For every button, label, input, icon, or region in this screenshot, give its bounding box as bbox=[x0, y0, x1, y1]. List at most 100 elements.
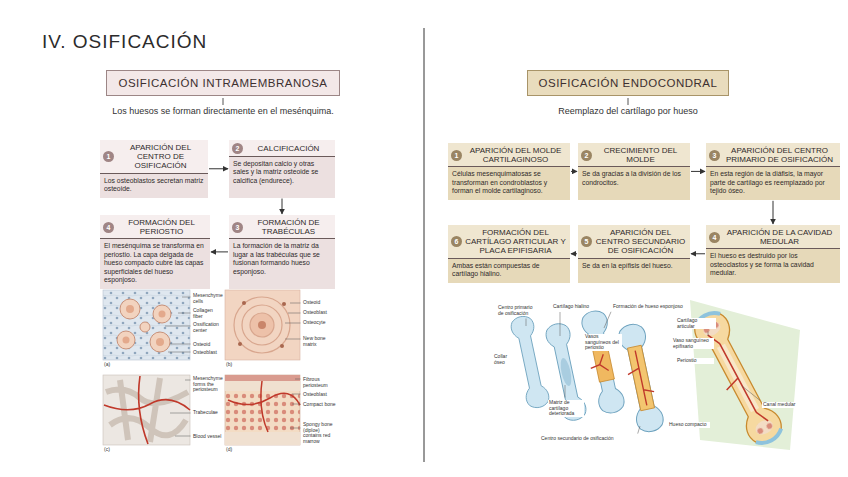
leader-line bbox=[526, 319, 527, 327]
panel-b-drawing-part bbox=[258, 321, 266, 329]
part-label: Centro secundario de osificación bbox=[540, 436, 637, 442]
panel-b-drawing-part bbox=[242, 301, 246, 305]
part-label: Cartílago articular bbox=[676, 318, 716, 329]
step-box: 3FORMACIÓN DE TRABÉCULASLa formación de … bbox=[229, 215, 335, 289]
flow-arrow bbox=[282, 199, 283, 214]
panel-a-drawing-part bbox=[156, 338, 164, 346]
part-label: Hueso compacto bbox=[668, 422, 710, 428]
endochondral-figure-part-part bbox=[544, 322, 588, 423]
panel-a-drawing-part bbox=[153, 305, 171, 323]
step-body: Se da en la epífisis del hueso. bbox=[578, 259, 690, 274]
panel-b-drawing-part bbox=[242, 305, 282, 345]
part-label: Osteoblast bbox=[193, 350, 223, 356]
part-label: Vaso sanguíneo epifisario bbox=[672, 338, 714, 349]
part-label: Mesenchyme forms the periosteum bbox=[193, 376, 223, 393]
part-label: Osteoblast bbox=[303, 392, 337, 398]
step-box: 1APARICIÓN DEL CENTRO DE OSIFICACIÓNLos … bbox=[100, 140, 208, 198]
leader-line bbox=[560, 312, 561, 336]
endochondral-figure-part-part bbox=[623, 349, 656, 408]
panel-d-drawing-part bbox=[228, 381, 300, 432]
step-heading-row: 4APARICIÓN DE LA CAVIDAD MEDULAR bbox=[706, 225, 840, 249]
step-body: El hueso es destruido por los osteoclast… bbox=[706, 249, 840, 281]
step-body: La formación de la matriz da lugar a las… bbox=[229, 239, 335, 280]
section-header-box: OSIFICACIÓN ENDOCONDRAL bbox=[527, 70, 730, 96]
endochondral-figure-part bbox=[544, 322, 588, 423]
leader-line bbox=[565, 385, 566, 398]
callout-number: 5 bbox=[581, 236, 592, 247]
step-title: FORMACIÓN DEL CARTÍLAGO ARTICULAR Y PLAC… bbox=[465, 228, 566, 256]
step-title: APARICIÓN DEL CENTRO DE OSIFICACIÓN bbox=[117, 143, 204, 171]
part-label: Trabeculae bbox=[193, 410, 223, 416]
leader-line bbox=[170, 413, 191, 414]
step-title: CALCIFICACIÓN bbox=[246, 144, 331, 153]
panel-a-drawing-part bbox=[126, 305, 134, 313]
flow-arrow bbox=[571, 171, 577, 172]
subtitle: Los huesos se forman directamente en el … bbox=[112, 107, 334, 117]
panel-c-drawing bbox=[103, 375, 190, 445]
endochondral-figure-part bbox=[617, 322, 666, 434]
panel-d-drawing-part bbox=[225, 375, 300, 381]
section-header-box: OSIFICACIÓN INTRAMEMBRANOSA bbox=[106, 70, 339, 96]
part-label: Mesenchyme cells bbox=[193, 293, 223, 304]
step-box: 2CALCIFICACIÓNSe depositan calcio y otra… bbox=[229, 140, 335, 198]
endochondral-figure-part-part bbox=[753, 417, 775, 437]
callout-number: 4 bbox=[709, 232, 720, 243]
endochondral-figure-part-part bbox=[559, 357, 574, 387]
leader-line bbox=[175, 436, 191, 437]
callout-number: 6 bbox=[451, 236, 462, 247]
panel-d-drawing-part bbox=[225, 375, 300, 445]
step-box: 1APARICIÓN DEL MOLDE CARTILAGINOSOCélula… bbox=[448, 143, 570, 200]
step-body: Se da gracias a la división de los condr… bbox=[578, 167, 690, 191]
endochondral-figure-part bbox=[579, 309, 626, 416]
step-title: CRECIMIENTO DEL MOLDE bbox=[595, 146, 686, 164]
step-body: Células mesenquimatosas se transforman e… bbox=[448, 167, 570, 199]
subtitle: Reemplazo del cartílago por hueso bbox=[558, 107, 698, 117]
step-heading-row: 6FORMACIÓN DEL CARTÍLAGO ARTICULAR Y PLA… bbox=[448, 225, 570, 259]
panel-b-drawing-part bbox=[280, 344, 284, 348]
step-title: APARICIÓN DEL CENTRO SECUNDARIO DE OSIFI… bbox=[595, 228, 686, 256]
divider-line bbox=[424, 28, 425, 462]
step-title: APARICIÓN DE LA CAVIDAD MEDULAR bbox=[723, 228, 836, 246]
panel-letter: (d) bbox=[226, 447, 246, 453]
leader-line bbox=[742, 386, 760, 400]
step-heading-row: 1APARICIÓN DEL CENTRO DE OSIFICACIÓN bbox=[100, 140, 208, 174]
header-stem bbox=[223, 98, 628, 105]
endochondral-figure-part-part bbox=[617, 322, 666, 434]
step-body: El mesénquima se transforma en periostio… bbox=[100, 239, 210, 288]
step-body: Los osteoblastos secretan matriz osteoid… bbox=[100, 174, 208, 198]
part-label: Matriz de cartílago deteriorada bbox=[548, 400, 584, 417]
endochondral-figure-part-part bbox=[588, 354, 608, 374]
header-stem-part bbox=[223, 98, 224, 105]
panel-c-drawing-part bbox=[106, 378, 188, 442]
part-label: Spongy bone (diploe) contains red marrow bbox=[303, 422, 337, 444]
leader-line bbox=[288, 313, 301, 314]
callout-number: 2 bbox=[581, 150, 592, 161]
callout-number: 2 bbox=[232, 143, 243, 154]
part-label: New bone matrix bbox=[303, 336, 335, 347]
leader-line bbox=[604, 312, 611, 328]
header-text: OSIFICACIÓN INTRAMEMBRANOSA bbox=[118, 77, 327, 89]
leader-line bbox=[170, 344, 191, 345]
endochondral-figure bbox=[509, 300, 800, 450]
part-label: Osteoid bbox=[193, 342, 223, 348]
part-label: Ossification center bbox=[193, 322, 223, 333]
panel-b-drawing-part bbox=[234, 297, 290, 353]
header-text: OSIFICACIÓN ENDOCONDRAL bbox=[539, 77, 718, 89]
flow-arrow bbox=[691, 253, 705, 254]
leader-line bbox=[292, 394, 301, 395]
endochondral-figure-part-part bbox=[580, 309, 626, 416]
flow-arrow bbox=[209, 168, 228, 169]
leader-line bbox=[708, 332, 709, 337]
leader-line bbox=[638, 426, 640, 434]
leader-line bbox=[285, 323, 301, 324]
step-box: 4APARICIÓN DE LA CAVIDAD MEDULAREl hueso… bbox=[706, 225, 840, 283]
leader-line bbox=[168, 352, 191, 353]
leader-line bbox=[285, 339, 301, 340]
part-label: Formación de hueso esponjoso bbox=[612, 304, 684, 310]
step-heading-row: 1APARICIÓN DEL MOLDE CARTILAGINOSO bbox=[448, 143, 570, 167]
panel-a-drawing-part bbox=[117, 331, 135, 349]
part-label: Cartílago hialino bbox=[552, 304, 602, 310]
callout-number: 3 bbox=[709, 150, 720, 161]
part-label: Vasos sanguíneos del periostio bbox=[584, 334, 622, 351]
